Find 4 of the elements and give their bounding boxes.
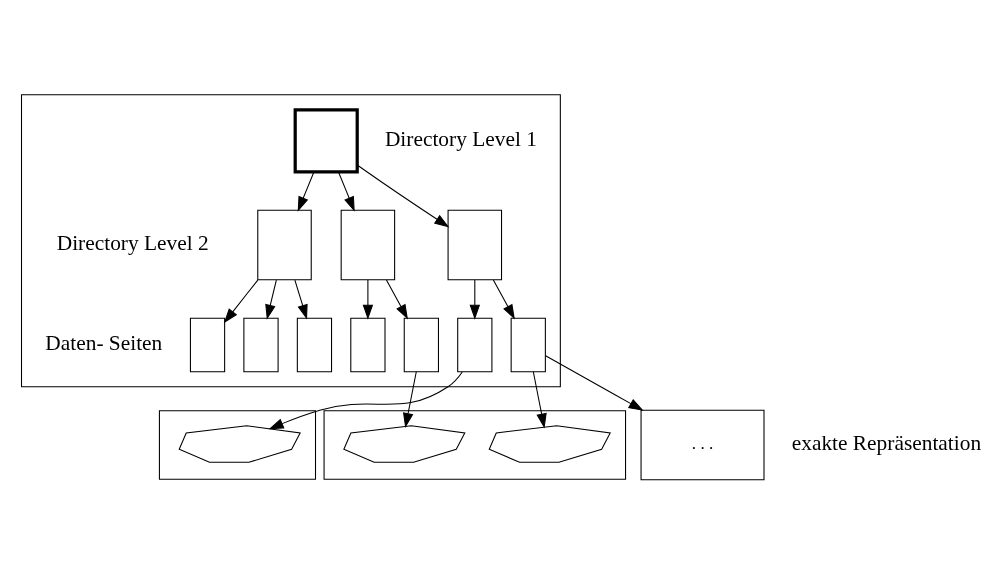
label: exakte Repräsentation — [791, 431, 982, 456]
label: Directory Level 1 — [384, 127, 537, 152]
label: Directory Level 2 — [56, 231, 209, 256]
label: Daten- Seiten — [45, 331, 163, 356]
